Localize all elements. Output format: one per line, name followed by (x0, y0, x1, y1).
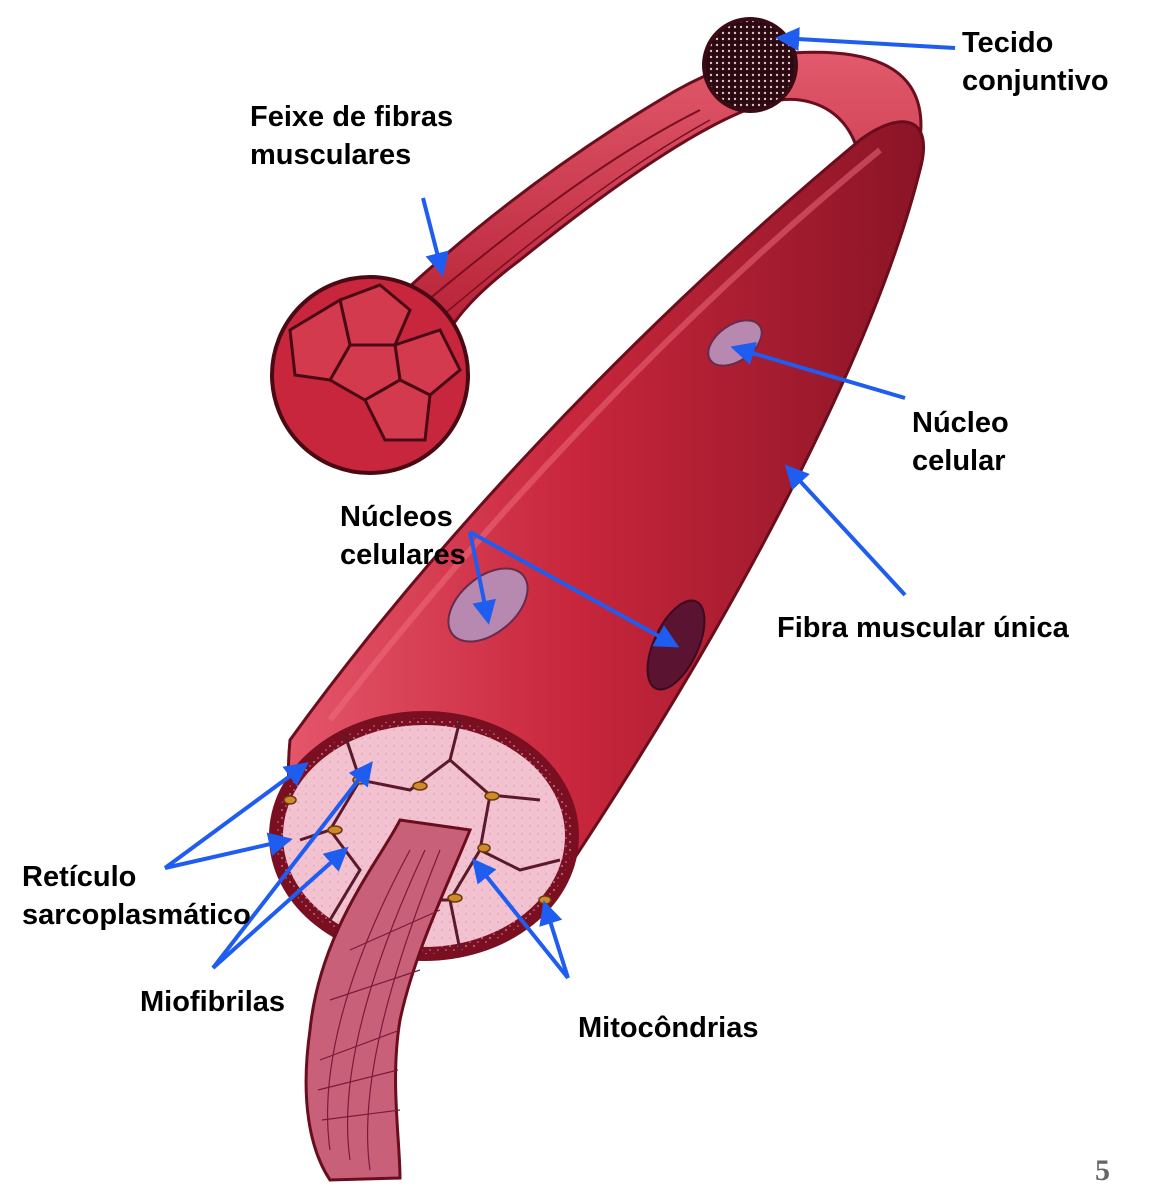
label-nucleos-celulares: Núcleos celulares (340, 498, 466, 574)
label-feixe-line2: musculares (250, 136, 453, 174)
arrow-fibra (788, 468, 905, 595)
label-tecido-conjuntivo: Tecido conjuntivo (962, 24, 1109, 100)
label-fibra-text: Fibra muscular única (777, 609, 1069, 647)
label-fibra-muscular: Fibra muscular única (777, 609, 1069, 647)
label-tecido-line2: conjuntivo (962, 62, 1109, 100)
label-nucleo-line2: celular (912, 442, 1009, 480)
label-reticulo-line1: Retículo (22, 858, 251, 896)
label-tecido-line1: Tecido (962, 24, 1109, 62)
label-mitocondrias-text: Mitocôndrias (578, 1009, 758, 1047)
label-feixe-line1: Feixe de fibras (250, 98, 453, 136)
label-miofibrilas: Miofibrilas (140, 983, 285, 1021)
arrow-mitocondrias-2 (545, 905, 568, 978)
connective-tissue-end (704, 19, 796, 111)
label-reticulo-line2: sarcoplasmático (22, 896, 251, 934)
page-number: 5 (1095, 1154, 1110, 1188)
label-nucleos-line2: celulares (340, 536, 466, 574)
label-nucleos-line1: Núcleos (340, 498, 466, 536)
fiber-cross-section (276, 718, 572, 1180)
label-miofibrilas-text: Miofibrilas (140, 983, 285, 1021)
arrow-feixe (423, 198, 442, 272)
label-mitocondrias: Mitocôndrias (578, 1009, 758, 1047)
label-nucleo-line1: Núcleo (912, 404, 1009, 442)
label-nucleo-celular: Núcleo celular (912, 404, 1009, 480)
label-reticulo: Retículo sarcoplasmático (22, 858, 251, 934)
label-feixe-de-fibras: Feixe de fibras musculares (250, 98, 453, 174)
arrow-tecido (780, 38, 955, 48)
